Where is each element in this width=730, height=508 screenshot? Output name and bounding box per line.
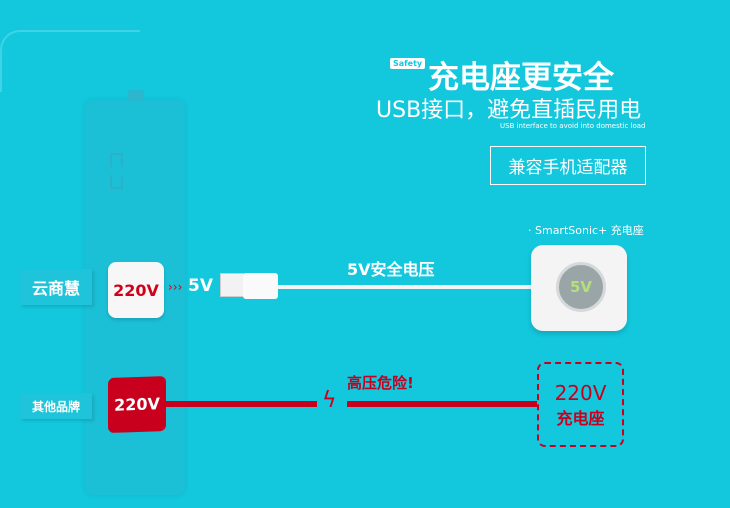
other-charger-voltage: 220V xyxy=(554,380,607,405)
usb-connector xyxy=(220,273,244,297)
other-charger: 220V 充电座 xyxy=(537,362,624,447)
headline: 充电座更安全 xyxy=(428,60,614,96)
socket-icon: ⊓⊔ xyxy=(108,148,126,195)
adapter-voltage: 220V xyxy=(113,280,159,300)
cord-plug xyxy=(128,90,144,102)
usb-adapter: 220V xyxy=(108,262,164,318)
danger-warning: 高压危险! xyxy=(347,374,414,392)
subheadline-en: USB interface to avoid into domestic loa… xyxy=(500,122,646,130)
other-charger-label: 充电座 xyxy=(556,408,605,428)
compat-label: 兼容手机适配器 xyxy=(508,158,628,178)
safety-badge: Safety xyxy=(390,58,426,69)
direct-plug: 220V xyxy=(108,375,166,434)
brand-label-others: 其他品牌 xyxy=(20,393,92,419)
high-voltage-line xyxy=(165,401,317,407)
subheadline: USB接口，避免直插民用电 xyxy=(376,98,642,123)
high-voltage-line-2 xyxy=(347,401,537,407)
compat-badge: 兼容手机适配器 xyxy=(490,146,646,185)
arrow-dots: ››› xyxy=(168,280,183,294)
charger-voltage: 5V xyxy=(569,278,593,296)
brand-label-ours: 云商慧 xyxy=(20,269,92,305)
charger-knob: 5V xyxy=(556,262,606,312)
power-cord xyxy=(0,30,140,92)
cable-label: 5V安全电压 xyxy=(347,260,435,279)
product-caption: · SmartSonic+ 充电座 xyxy=(528,224,644,237)
plug-voltage: 220V xyxy=(114,394,160,415)
lightning-icon: ϟ xyxy=(322,388,337,413)
usb-plug-body xyxy=(243,273,278,299)
output-voltage: 5V xyxy=(188,276,213,296)
usb-cable xyxy=(278,285,538,289)
